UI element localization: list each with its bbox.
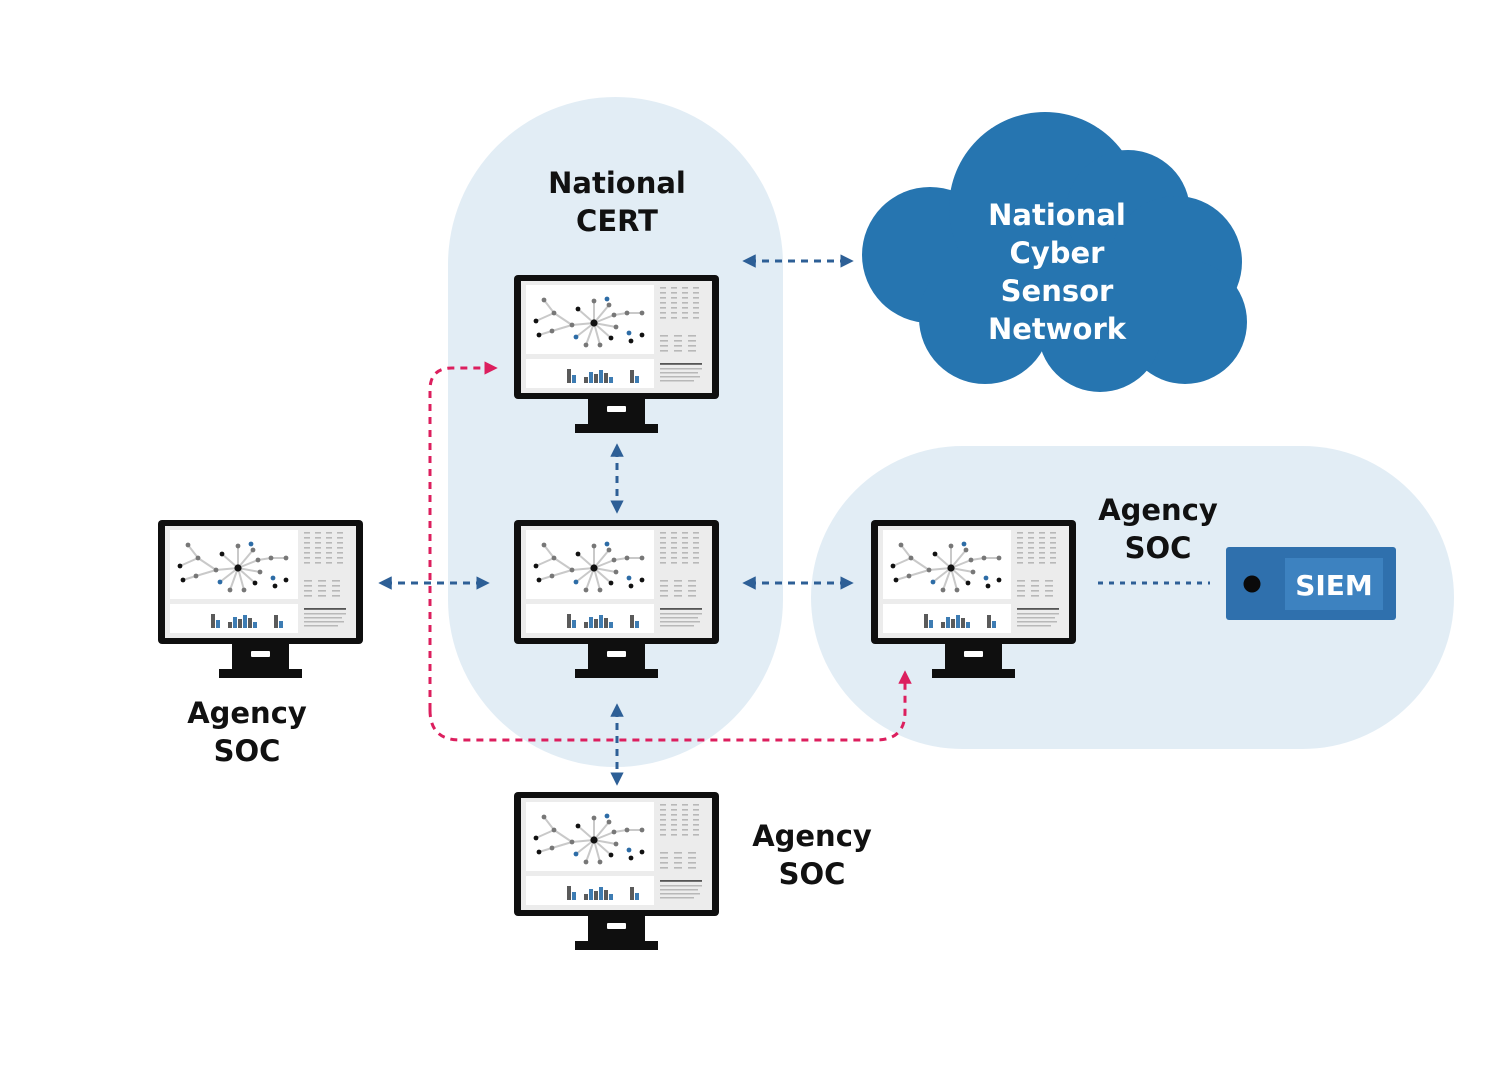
cloud-line3: Sensor [1000,274,1114,308]
cloud-label: National Cyber Sensor Network [947,196,1167,348]
cloud-line2: Cyber [1009,236,1105,270]
agency-soc-right-label: Agency SOC [1058,491,1258,567]
agency-bottom-line2: SOC [778,857,846,891]
agency-soc-bottom-label: Agency SOC [712,817,912,893]
agency-soc-left-label: Agency SOC [147,694,347,770]
cloud-line4: Network [987,312,1127,346]
national-cert-label: National CERT [517,164,717,240]
arrow-red-to-cert-top [428,361,498,710]
national-cert-line1: National [548,166,686,200]
national-cert-line2: CERT [576,204,658,238]
agency-left-line2: SOC [213,734,281,768]
cloud-icon [862,112,1247,392]
siem-label: SIEM [1295,569,1373,602]
monitor-icon-agency-bottom [514,792,719,951]
agency-bottom-line1: Agency [752,819,872,853]
siem-device-icon: SIEM [1226,547,1396,620]
agency-right-line1: Agency [1098,493,1218,527]
agency-left-line1: Agency [187,696,307,730]
cloud-line1: National [988,198,1126,232]
arrow-red-to-agency-right [428,670,912,742]
monitor-icon-agency-left [158,520,363,679]
agency-right-line2: SOC [1124,531,1192,565]
